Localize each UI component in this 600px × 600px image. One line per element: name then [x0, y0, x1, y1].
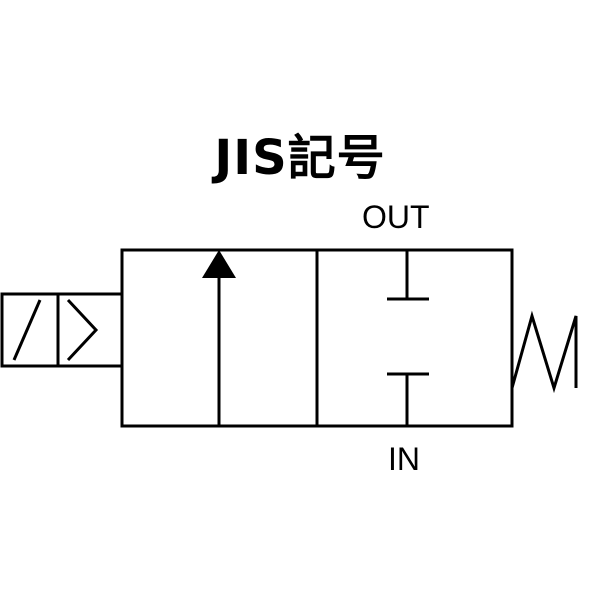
out-port-label: OUT [362, 199, 430, 235]
in-port-label: IN [388, 441, 420, 477]
solenoid-coil-chevron [66, 298, 99, 362]
solenoid-coil-slash [12, 299, 42, 361]
return-spring [510, 310, 578, 394]
flow-arrow-head [202, 250, 236, 278]
diagram-title: JIS記号 [214, 130, 386, 186]
solenoid-actuator-box [0, 292, 124, 368]
